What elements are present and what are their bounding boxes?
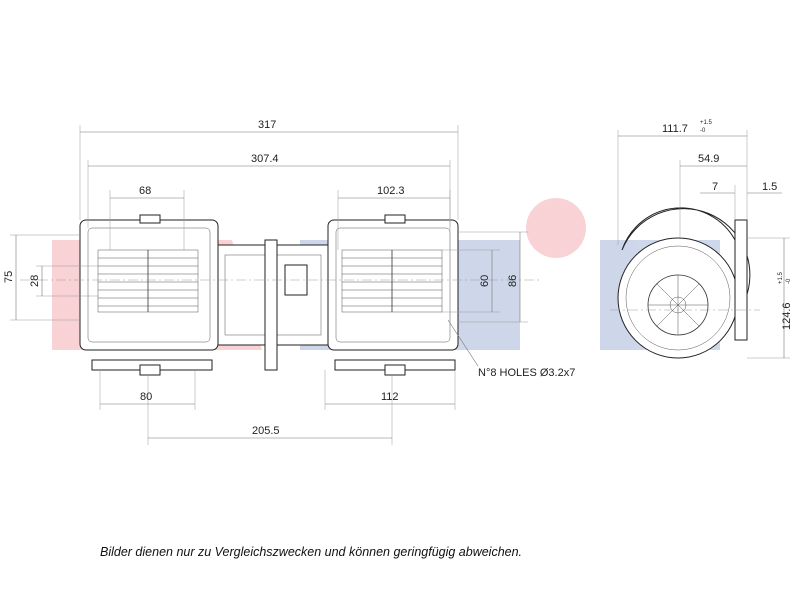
dim-307: 307.4 (251, 153, 279, 165)
dim-1-5: 1.5 (762, 181, 777, 193)
dim-111-tol-lower: -0 (700, 128, 706, 134)
dim-317: 317 (258, 119, 276, 131)
dim-28: 28 (29, 275, 41, 287)
dim-112: 112 (381, 391, 399, 403)
holes-note: N°8 HOLES Ø3.2x7 (478, 367, 575, 379)
front-view (20, 214, 540, 376)
dim-54: 54.9 (698, 153, 719, 165)
dim-80: 80 (140, 391, 152, 403)
dim-124-tol-upper: +1.5 (778, 271, 784, 284)
dim-102: 102.3 (377, 185, 405, 197)
right-fan-wheel (341, 249, 443, 313)
dim-86: 86 (507, 275, 519, 287)
dim-111-tol-upper: +1.5 (700, 120, 713, 126)
side-dimension-lines (617, 130, 790, 359)
disclaimer-caption: Bilder dienen nur zu Vergleichszwecken u… (100, 545, 522, 559)
dim-124-tol-lower: -0 (786, 278, 792, 284)
dim-205: 205.5 (252, 425, 280, 437)
dim-7: 7 (712, 181, 718, 193)
dim-60: 60 (479, 275, 491, 287)
front-dimension-lines (10, 125, 528, 445)
dim-124: 124.6 (781, 302, 793, 330)
dim-111: 111.7 (662, 123, 688, 135)
dim-75: 75 (3, 271, 15, 283)
left-fan-wheel (97, 249, 199, 313)
dim-68: 68 (139, 185, 151, 197)
side-view (610, 207, 760, 359)
